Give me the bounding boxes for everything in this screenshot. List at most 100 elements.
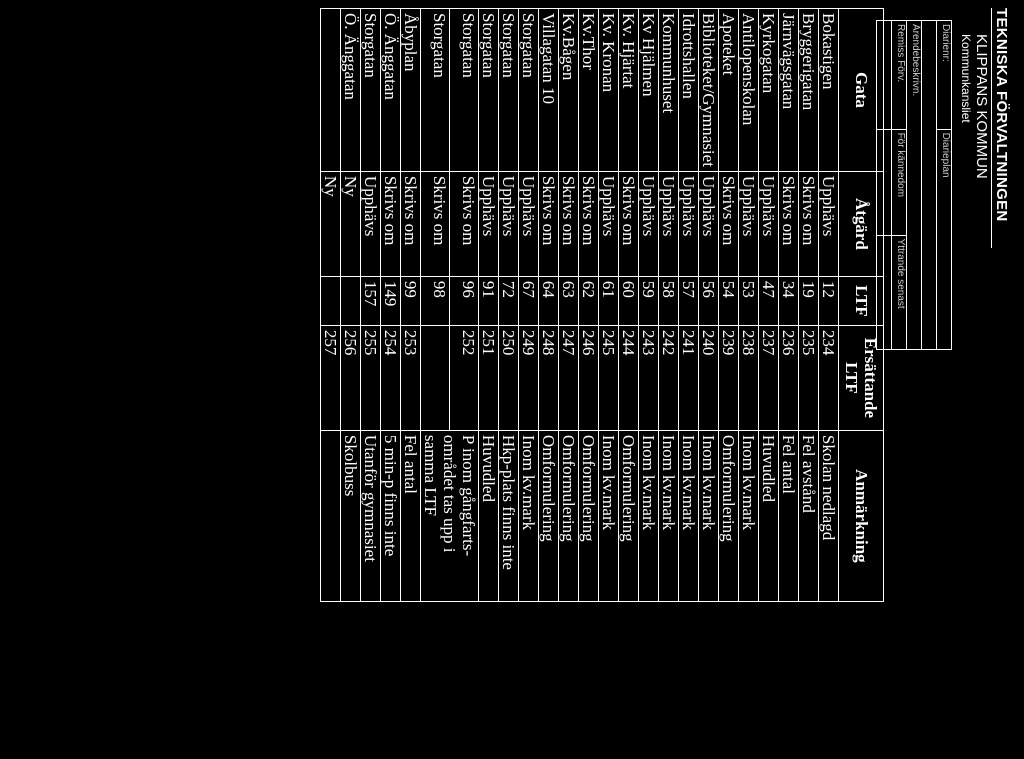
cell-atgard: Upphävs	[478, 171, 499, 277]
cell-atgard: Ny	[320, 171, 341, 277]
cell-gata: Idrottshallen	[678, 8, 699, 172]
cell-atgard: Skrivs om	[449, 171, 479, 277]
cell-anmarkning: Skolbuss	[340, 430, 361, 602]
cell-gata: Bryggerigatan	[798, 8, 819, 172]
office-name: Kommunkansliet	[959, 34, 973, 123]
cell-gata: Kyrkogatan	[758, 8, 779, 172]
cell-gata: Biblioteket/Gymnasiet	[698, 8, 719, 172]
cell-atgard: Skrivs om	[618, 171, 639, 277]
cell-anmarkning: Omformulering	[578, 430, 599, 602]
cell-anmarkning: Fel avstånd	[798, 430, 819, 602]
cell-ersattande-ltf: 246	[578, 325, 599, 431]
cell-anmarkning: Fel antal	[400, 430, 421, 602]
cell-gata: Järnvägsgatan	[778, 8, 799, 172]
cell-ltf: 12	[818, 276, 839, 326]
cell-ersattande-ltf: 235	[798, 325, 819, 431]
cell-ltf: 19	[798, 276, 819, 326]
cell-gata: Åbyplan	[400, 8, 421, 172]
cell-gata: Storgatan	[478, 8, 499, 172]
cell-ersattande-ltf: 251	[478, 325, 499, 431]
cell-anmarkning: Inom kv.mark	[698, 430, 719, 602]
cell-ltf: 157	[360, 276, 381, 326]
cell-atgard: Upphävs	[738, 171, 759, 277]
cell-ersattande-ltf: 242	[658, 325, 679, 431]
table-row: Ny 257	[320, 8, 341, 602]
cell-anmarkning: Utanför gymnasiet	[360, 430, 381, 602]
cell-ersattande-ltf: 257	[320, 325, 341, 431]
cell-gata: Antilopenskolan	[738, 8, 759, 172]
cell-ltf	[320, 276, 341, 326]
col-header-ersattande-ltf: Ersättande LTF	[838, 325, 884, 431]
yttrande-label: Yttrande senast	[891, 235, 907, 350]
cell-gata: Kv.Bågen	[558, 8, 579, 172]
cell-anmarkning: Omformulering	[558, 430, 579, 602]
cell-ltf: 61	[598, 276, 619, 326]
col-header-ltf: LTF	[838, 276, 884, 326]
cell-ltf: 58	[658, 276, 679, 326]
cell-atgard: Skrivs om	[558, 171, 579, 277]
arendebeskr-label: Ärendebeskrivn.	[906, 20, 922, 350]
cell-atgard: Upphävs	[758, 171, 779, 277]
cell-ltf: 54	[718, 276, 739, 326]
cell-atgard: Skrivs om	[538, 171, 559, 277]
cell-ltf: 59	[638, 276, 659, 326]
cell-ersattande-ltf: 238	[738, 325, 759, 431]
cell-ltf: 96	[449, 276, 479, 326]
cell-ersattande-ltf: 244	[618, 325, 639, 431]
cell-ersattande-ltf: 237	[758, 325, 779, 431]
cell-ersattande-ltf: 252	[449, 325, 479, 431]
cell-gata: Kv. Kronan	[598, 8, 619, 172]
cell-atgard: Skrivs om	[718, 171, 739, 277]
cell-ltf: 67	[518, 276, 539, 326]
cell-ersattande-ltf: 247	[558, 325, 579, 431]
cell-ltf: 53	[738, 276, 759, 326]
cell-ersattande-ltf: 249	[518, 325, 539, 431]
cell-atgard: Skrivs om	[578, 171, 599, 277]
cell-ltf	[340, 276, 361, 326]
registration-form: Diarienr: Diarieplan Ärendebeskrivn. Rem…	[876, 20, 952, 350]
cell-anmarkning: Huvudled	[758, 430, 779, 602]
cell-ersattande-ltf: 241	[678, 325, 699, 431]
blank-row	[921, 20, 937, 350]
cell-ersattande-ltf: 253	[400, 325, 421, 431]
cell-atgard: Skrivs om	[778, 171, 799, 277]
cell-atgard: Skrivs om	[420, 171, 450, 277]
cell-ersattande-ltf: 250	[498, 325, 519, 431]
cell-anmarkning: Skolan nedlagd	[818, 430, 839, 602]
cell-gata	[320, 8, 341, 172]
cell-ltf: 99	[400, 276, 421, 326]
cell-atgard: Upphävs	[598, 171, 619, 277]
cell-ersattande-ltf: 256	[340, 325, 361, 431]
cell-anmarkning: Omformulering	[718, 430, 739, 602]
cell-atgard: Skrivs om	[380, 171, 401, 277]
cell-gata: Villagatan 10	[538, 8, 559, 172]
diarieplan-label: Diarieplan	[936, 129, 952, 350]
cell-atgard: Upphävs	[658, 171, 679, 277]
cell-anmarkning: Hkp-plats finns inte	[498, 430, 519, 602]
cell-gata: Kv. Hjärtat	[618, 8, 639, 172]
cell-anmarkning: Inom kv.mark	[638, 430, 659, 602]
org-name: TEKNISKA FÖRVALTNINGEN	[991, 8, 1010, 248]
cell-ltf: 57	[678, 276, 699, 326]
cell-atgard: Skrivs om	[400, 171, 421, 277]
cell-atgard: Upphävs	[638, 171, 659, 277]
cell-atgard: Upphävs	[678, 171, 699, 277]
cell-gata: Storgatan	[360, 8, 381, 172]
